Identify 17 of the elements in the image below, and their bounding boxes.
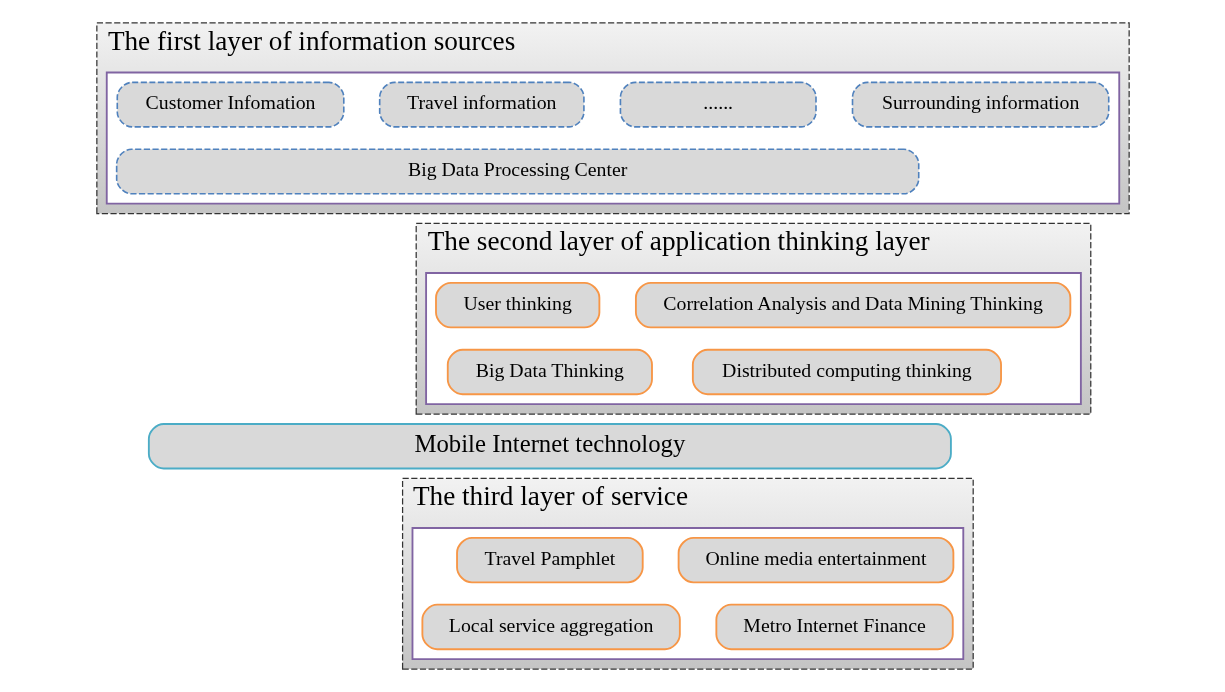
node-box: Travel information — [378, 81, 585, 128]
node-box: Online media entertainment — [677, 536, 954, 584]
node-box: Local service aggregation — [420, 603, 681, 651]
node-box: Customer Infomation — [115, 81, 345, 128]
node-box: Big Data Thinking — [446, 348, 653, 396]
cluster — [424, 272, 1082, 406]
node-box: Big Data Processing Center — [115, 148, 920, 195]
node-box: Surrounding information — [851, 81, 1110, 128]
node-box: ...... — [619, 81, 817, 128]
node-box: Correlation Analysis and Data Mining Thinking — [634, 281, 1071, 329]
node-box: Travel Pamphlet — [455, 536, 644, 584]
node-box: User thinking — [434, 281, 600, 329]
node-box: Distributed computing thinking — [691, 348, 1002, 396]
cluster — [105, 71, 1120, 205]
cluster — [411, 527, 964, 661]
node-box: Mobile Internet technology — [147, 423, 952, 470]
node-box: Metro Internet Finance — [714, 603, 954, 651]
